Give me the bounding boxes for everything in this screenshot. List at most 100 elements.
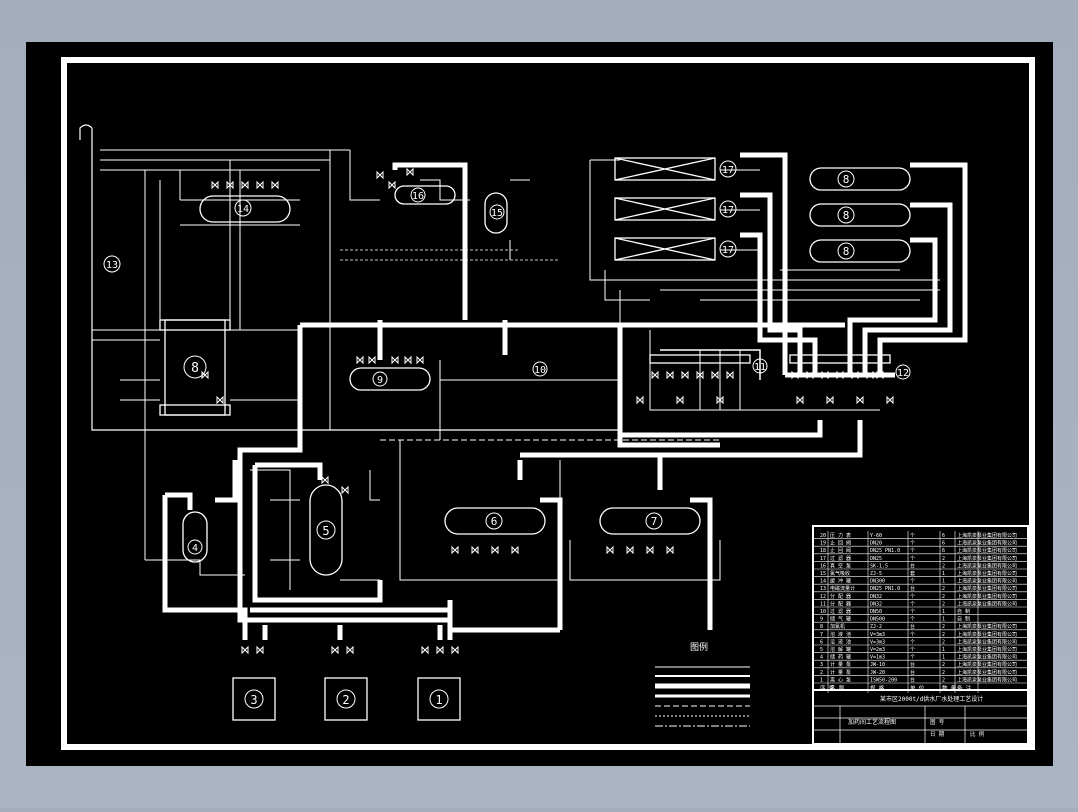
title-block-cell: 1 xyxy=(942,647,945,653)
tag-8c: 8 xyxy=(843,245,850,258)
valve-icon xyxy=(796,395,804,405)
title-block-cell: 上海凯泉泵业集团有限公司 xyxy=(957,593,1017,600)
tank-7 xyxy=(599,507,701,535)
valve-icon xyxy=(626,545,634,555)
title-block-cell: 4 xyxy=(820,655,823,661)
title-block-cell: 上海凯泉泵业集团有限公司 xyxy=(957,555,1017,562)
tag-1: 1 xyxy=(435,693,442,707)
title-block-cell: 17 xyxy=(820,556,826,562)
title-block-cell: 个 xyxy=(910,647,915,653)
valve-icon xyxy=(391,355,399,365)
valve-icon xyxy=(821,370,829,380)
scale-label: 比 例 xyxy=(970,730,985,738)
valve-icon xyxy=(836,370,844,380)
thick-piping xyxy=(162,152,968,640)
title-block-cell: DN50 xyxy=(870,609,882,615)
valve-icon xyxy=(356,355,364,365)
drawing-border xyxy=(61,57,1035,750)
box-1 xyxy=(417,677,461,721)
title-block-cell: 上海凯泉泵业集团有限公司 xyxy=(957,631,1017,638)
title-block-cell: 上海凯泉泵业集团有限公司 xyxy=(957,585,1017,592)
tag-10: 10 xyxy=(534,365,546,376)
title-block-cell: 2 xyxy=(942,601,945,607)
title-block-cell: 16 xyxy=(820,563,826,569)
title-block-cell: 氯气吸收 xyxy=(830,570,850,577)
title-block-cell: 分 配 器 xyxy=(830,593,851,600)
box-3 xyxy=(232,677,276,721)
tag-8a: 8 xyxy=(843,173,850,186)
title-block-cell: V=3m3 xyxy=(870,632,885,638)
valve-icon xyxy=(696,370,704,380)
valve-icon xyxy=(716,395,724,405)
title-block-cell: 2 xyxy=(942,556,945,562)
title-block-cell: 6 xyxy=(820,639,823,645)
title-block-cell: 20 xyxy=(820,533,826,539)
title-block-cell: 个 xyxy=(910,556,915,562)
title-block-cell: 储 气 罐 xyxy=(830,616,851,623)
valve-icon xyxy=(636,395,644,405)
valve-icon xyxy=(321,475,329,485)
valve-icon xyxy=(211,180,219,190)
manifold-11 xyxy=(649,354,751,364)
title-block-cell: 上海凯泉泵业集团有限公司 xyxy=(957,562,1017,569)
tag-17b: 17 xyxy=(722,205,734,216)
title-block-cell: 2 xyxy=(942,632,945,638)
title-block-cell: DN25 xyxy=(870,556,882,562)
title-block-cell: 个 xyxy=(910,601,915,607)
title-block-cell: 2 xyxy=(942,639,945,645)
title-block-cell: 9 xyxy=(820,617,823,623)
legend: 图例 xyxy=(655,641,750,727)
title-block-cell: 2 xyxy=(820,670,823,676)
project-title: 某市区2000t/d供水厂水处理工艺设计 xyxy=(880,695,983,703)
valve-icon xyxy=(376,170,384,180)
valve-icon xyxy=(651,370,659,380)
title-block-cell: 上海凯泉泵业集团有限公司 xyxy=(957,669,1017,676)
valve-icon xyxy=(436,645,444,655)
title-block-cell: ZJ-5 xyxy=(870,571,882,577)
title-block-cell: 过 滤 器 xyxy=(830,555,851,562)
valve-icon xyxy=(388,180,396,190)
title-block-cell: 台 xyxy=(910,623,915,630)
tag-17c: 17 xyxy=(722,245,734,256)
title-block-cell: 上海凯泉泵业集团有限公司 xyxy=(957,532,1017,539)
title-block-cell: 台 xyxy=(910,585,915,592)
valve-icon xyxy=(826,395,834,405)
title-block-cell: 1 xyxy=(942,617,945,623)
title-block-cell: DN500 xyxy=(870,617,885,623)
valve-icon xyxy=(791,370,799,380)
tag-2: 2 xyxy=(342,693,349,707)
title-block-cell: DN25 PN1.0 xyxy=(870,548,900,554)
title-block-cell: SK-1.5 xyxy=(870,563,888,569)
tag-11: 11 xyxy=(754,362,766,373)
tag-13: 13 xyxy=(106,260,118,271)
title-block-cell: 11 xyxy=(820,601,826,607)
title-block-cell: JW-20 xyxy=(870,670,885,676)
title-block-cell: 上海凯泉泵业集团有限公司 xyxy=(957,646,1017,653)
title-block-cell: 台 xyxy=(910,562,915,569)
valve-icon xyxy=(216,395,224,405)
legend-title: 图例 xyxy=(690,641,708,653)
manifold-12 xyxy=(789,354,891,364)
title-block-header: 数 量 xyxy=(942,684,957,692)
title-block-cell: 个 xyxy=(910,609,915,615)
valve-icon xyxy=(241,645,249,655)
title-block-cell: 个 xyxy=(910,533,915,539)
valve-icon xyxy=(646,545,654,555)
title-block-cell: 2 xyxy=(942,677,945,683)
equipment xyxy=(159,157,911,721)
tag-5: 5 xyxy=(322,524,329,538)
valve-icon xyxy=(726,370,734,380)
title-block-cell: 1 xyxy=(942,655,945,661)
tank-8c xyxy=(809,239,911,263)
title-block-cell: 2 xyxy=(942,662,945,668)
tank-8a xyxy=(809,167,911,191)
title-block-cell: 上海凯泉泵业集团有限公司 xyxy=(957,676,1017,683)
title-block-cell: 上海凯泉泵业集团有限公司 xyxy=(957,578,1017,585)
title-block-cell: 溶 液 池 xyxy=(830,631,851,638)
title-block-header: 序 号 xyxy=(820,684,835,692)
box-17a xyxy=(614,157,716,181)
valve-icon xyxy=(451,545,459,555)
title-block-cell: 6 xyxy=(942,533,945,539)
tag-6: 6 xyxy=(491,515,498,528)
